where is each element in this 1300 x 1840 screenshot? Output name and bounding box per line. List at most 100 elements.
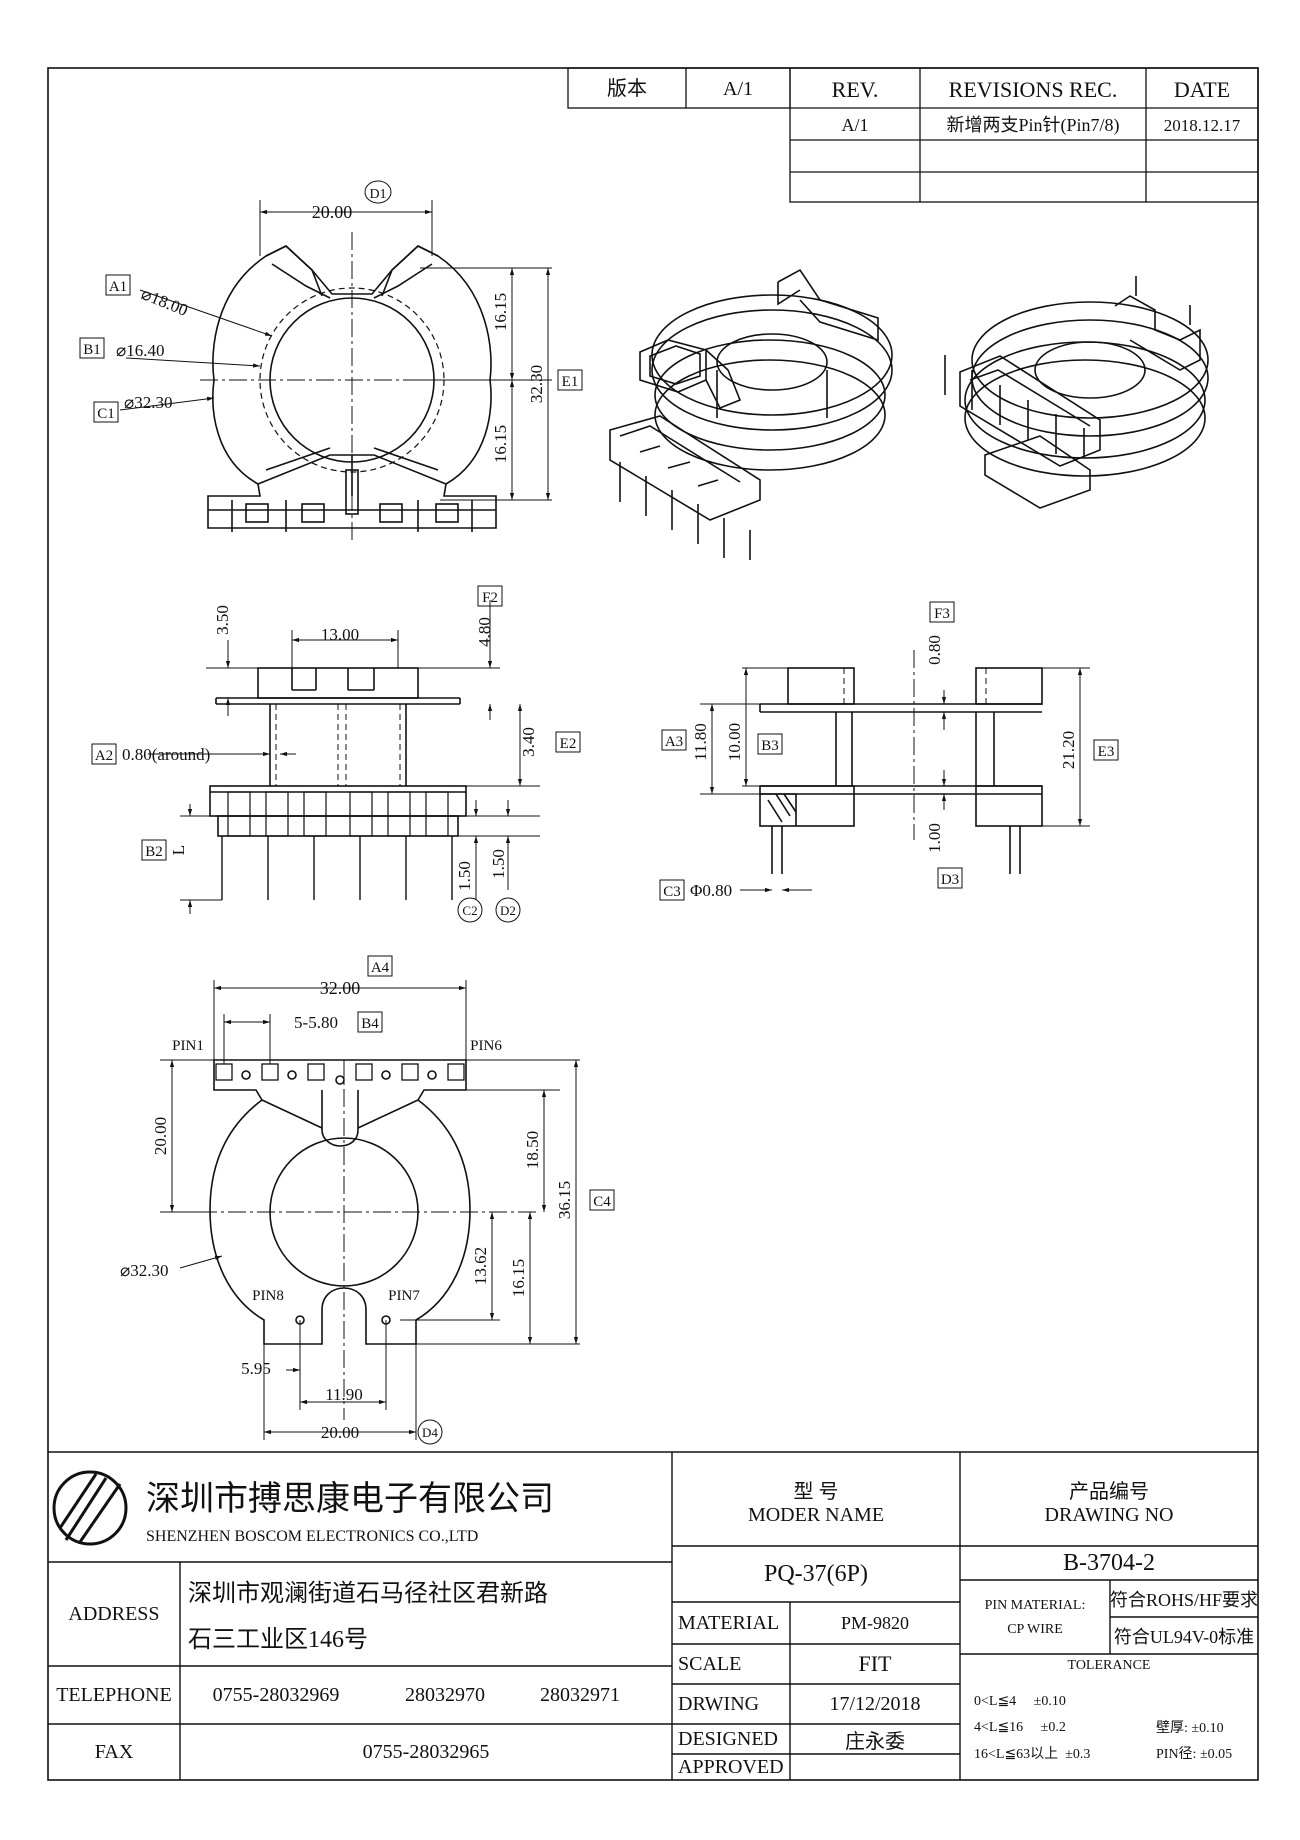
tag-a2: A2: [95, 748, 113, 764]
side-view-bobbin: [759, 667, 1043, 874]
dim-bottom-r2: 13.62: [471, 1247, 490, 1285]
tag-b1: B1: [83, 342, 101, 358]
designed-value: 庄永委: [845, 1730, 905, 1753]
tag-d1-circle: [364, 180, 392, 204]
tag-b3: B3: [761, 738, 779, 754]
dim-f3: 0.80: [925, 635, 944, 665]
tag-b4: B4: [361, 1016, 379, 1032]
material-label: MATERIAL: [678, 1611, 780, 1634]
telephone-2: 28032970: [405, 1683, 485, 1706]
dim-d2: 1.50: [489, 849, 508, 879]
wall-tolerance: 壁厚: ±0.10: [1156, 1721, 1224, 1736]
top-view-centerlines: [200, 232, 512, 540]
drawing-number: B-3704-2: [1063, 1549, 1155, 1576]
bottom-view-bobbin: [209, 1059, 471, 1345]
title-block-grid: [48, 1451, 1258, 1780]
tag-b2: B2: [145, 844, 163, 860]
dim-bottom-20: 20.00: [321, 1423, 359, 1442]
dim-top-width: 20.00: [312, 202, 353, 222]
model-label-cn: 型 号: [793, 1481, 839, 1503]
drwing-value: 17/12/2018: [829, 1692, 921, 1715]
label-pin8: PIN8: [252, 1288, 284, 1304]
dim-b3: 10.00: [725, 723, 744, 761]
tag-c1: C1: [97, 406, 115, 422]
address-line2: 石三工业区146号: [188, 1626, 368, 1653]
dim-b1: ⌀16.40: [116, 341, 165, 360]
rev-row-desc: 新增两支Pin针(Pin7/8): [946, 115, 1119, 136]
pin-material-block: PIN MATERIAL: CP WIRE: [960, 1584, 1110, 1652]
tolerance-row-3: 16<L≦63以上 ±0.3: [974, 1747, 1091, 1762]
label-pin1: PIN1: [172, 1038, 204, 1054]
front-view-dimensions: [91, 585, 581, 923]
pin-material-value: CP WIRE: [1007, 1622, 1063, 1637]
company-name-cn: 深圳市搏思康电子有限公司: [146, 1480, 554, 1518]
approved-label: APPROVED: [678, 1755, 784, 1778]
company-name-en: SHENZHEN BOSCOM ELECTRONICS CO.,LTD: [146, 1528, 479, 1545]
tag-c2: C2: [462, 903, 477, 918]
pin-diameter-tolerance: PIN径: ±0.05: [1156, 1747, 1233, 1762]
product-label-cn: 产品编号: [1069, 1481, 1149, 1503]
tag-c4: C4: [593, 1194, 611, 1210]
model-name-header: 型 号 MODER NAME: [672, 1460, 960, 1542]
tag-d2: D2: [500, 903, 516, 918]
tolerance-row-2: 4<L≦16 ±0.2: [974, 1719, 1066, 1735]
dim-total: 32.30: [527, 365, 546, 403]
material-value: PM-9820: [840, 1612, 909, 1633]
dim-1190: 11.90: [325, 1385, 363, 1404]
telephone-1: 0755-28032969: [212, 1683, 340, 1706]
pin-material-label: PIN MATERIAL:: [984, 1598, 1086, 1613]
dim-bottom-r3: 16.15: [509, 1259, 528, 1297]
rohs-compliance: 符合ROHS/HF要求: [1109, 1589, 1259, 1610]
rev-row-rev: A/1: [842, 115, 869, 135]
tag-f2: F2: [482, 590, 498, 606]
tag-d4: D4: [422, 1425, 438, 1440]
dim-b2: L: [169, 845, 188, 855]
telephone-3: 28032971: [540, 1683, 620, 1706]
front-view-dashed-core: [275, 704, 401, 786]
dim-bottom-r1: 18.50: [523, 1131, 542, 1169]
model-label-en: MODER NAME: [747, 1504, 885, 1526]
dim-bottom-total: 36.15: [555, 1181, 574, 1219]
address-label: ADDRESS: [68, 1602, 160, 1625]
dim-c2: 1.50: [455, 861, 474, 891]
label-pin6: PIN6: [470, 1038, 502, 1054]
dim-c1: ⌀32.30: [124, 393, 173, 412]
rev-version-label: 版本: [607, 77, 647, 100]
rev-header-revisions: REVISIONS REC.: [949, 77, 1118, 102]
side-view-dimensions: [659, 601, 1119, 901]
isometric-view-back: [944, 276, 1209, 509]
dim-side-total: 21.20: [1059, 731, 1078, 769]
bottom-view-dimensions: [160, 955, 615, 1445]
dim-a1: ⌀18.00: [139, 284, 191, 320]
label-pin7: PIN7: [388, 1288, 420, 1304]
tag-e2: E2: [560, 736, 577, 752]
tag-c3: C3: [663, 884, 681, 900]
dim-upper: 16.15: [491, 293, 510, 331]
dim-a2: 0.80(around): [122, 745, 210, 764]
rev-header-rev: REV.: [832, 77, 879, 102]
dim-d3: 1.00: [925, 823, 944, 853]
fax-label: FAX: [94, 1740, 134, 1763]
tag-e3: E3: [1098, 744, 1115, 760]
dim-bottom-left: 20.00: [151, 1117, 170, 1155]
dim-bottom-dia: ⌀32.30: [120, 1261, 169, 1280]
front-view-bobbin: [209, 667, 467, 900]
designed-label: DESIGNED: [678, 1727, 778, 1750]
dim-front-top-width: 13.00: [321, 625, 359, 644]
dim-f2: 4.80: [475, 617, 494, 647]
revision-table: [567, 67, 1259, 203]
tag-a3: A3: [665, 734, 683, 750]
top-view-dimensions: [79, 200, 583, 501]
side-view-dashed: [843, 668, 987, 704]
bottom-view-centerlines: [170, 1060, 540, 1420]
drwing-label: DRWING: [678, 1692, 760, 1715]
telephone-label: TELEPHONE: [56, 1683, 172, 1706]
drawing-no-header: 产品编号 DRAWING NO: [960, 1460, 1258, 1542]
dim-bottom-width: 32.00: [320, 978, 361, 998]
dim-595: 5.95: [241, 1359, 271, 1378]
tag-a1: A1: [109, 279, 127, 295]
ul-compliance: 符合UL94V-0标准: [1113, 1626, 1255, 1647]
tag-d1: D1: [369, 187, 386, 202]
company-logo: [52, 1470, 128, 1546]
